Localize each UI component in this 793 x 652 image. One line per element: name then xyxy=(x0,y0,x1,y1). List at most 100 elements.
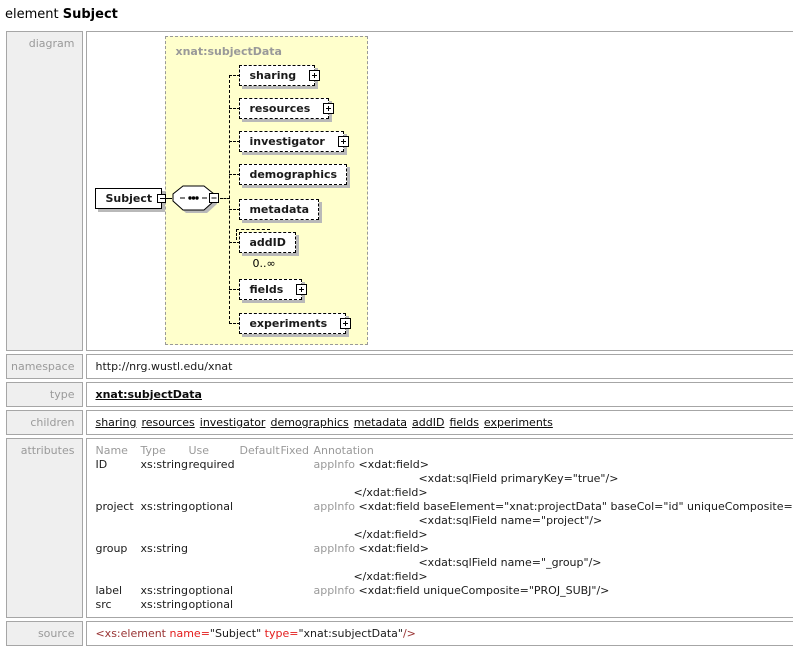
col-header-name: Name xyxy=(95,444,140,458)
expand-icon[interactable] xyxy=(323,103,334,114)
col-header-annotation: Annotation xyxy=(313,444,793,458)
annotation-xml: <xdat:sqlField name="_group"/> xyxy=(313,556,793,570)
connector-line xyxy=(229,75,230,324)
source-row-label: source xyxy=(6,621,83,646)
attr-name: group xyxy=(95,542,140,556)
namespace-row: namespace http://nrg.wustl.edu/xnat xyxy=(6,354,793,379)
attribute-row-project: project xs:string optional appInfo <xdat… xyxy=(95,500,793,542)
child-link-addid[interactable]: addID xyxy=(412,416,444,429)
attr-type: xs:string xyxy=(140,584,188,598)
appinfo-label: appInfo xyxy=(313,584,355,597)
diagram-element-investigator[interactable]: investigator xyxy=(239,131,343,152)
element-label: sharing xyxy=(249,69,296,82)
element-label: experiments xyxy=(249,317,327,330)
source-xml-attr: name= xyxy=(170,627,210,640)
namespace-row-label: namespace xyxy=(6,354,83,379)
expand-icon[interactable] xyxy=(340,318,351,329)
attr-use: optional xyxy=(188,500,239,514)
diagram-root-label: Subject xyxy=(105,192,152,205)
attr-name: project xyxy=(95,500,140,514)
source-xml-attr: type= xyxy=(265,627,299,640)
children-row-label: children xyxy=(6,410,83,435)
attributes-row: attributes Name Type Use Default Fixed A… xyxy=(6,438,793,618)
attr-annotation: appInfo <xdat:field baseElement="xnat:pr… xyxy=(313,500,793,542)
expand-icon[interactable] xyxy=(338,136,349,147)
page-title-prefix: element xyxy=(5,7,59,22)
source-xml-value: "Subject" xyxy=(210,627,265,640)
attr-name: label xyxy=(95,584,140,598)
sequence-indicator-icon xyxy=(171,184,223,214)
source-xml-tag: /> xyxy=(403,627,416,640)
attr-annotation: appInfo <xdat:field uniqueComposite="PRO… xyxy=(313,584,793,598)
diagram-element-experiments[interactable]: experiments xyxy=(239,313,346,334)
element-label: metadata xyxy=(249,203,309,216)
child-link-demographics[interactable]: demographics xyxy=(270,416,348,429)
child-link-investigator[interactable]: investigator xyxy=(200,416,266,429)
children-row: children sharing resources investigator dem… xyxy=(6,410,793,435)
col-header-default: Default xyxy=(239,444,280,458)
schema-diagram: xnat:subjectData Subject xyxy=(89,34,789,348)
occurrence-label: 0..∞ xyxy=(252,257,275,270)
type-link[interactable]: xnat:subjectData xyxy=(95,388,202,401)
annotation-xml: </xdat:field> xyxy=(313,570,793,584)
col-header-use: Use xyxy=(188,444,239,458)
appinfo-label: appInfo xyxy=(313,458,355,471)
type-row-label: type xyxy=(6,382,83,407)
source-row: source <xs:element name="Subject" type="… xyxy=(6,621,793,646)
element-label: investigator xyxy=(249,135,324,148)
attributes-table: Name Type Use Default Fixed Annotation I… xyxy=(95,444,793,612)
element-label: resources xyxy=(249,102,310,115)
attribute-row-id: ID xs:string required appInfo <xdat:fiel… xyxy=(95,458,793,500)
child-link-fields[interactable]: fields xyxy=(449,416,478,429)
diagram-element-resources[interactable]: resources xyxy=(239,98,329,119)
page-title-element-name: Subject xyxy=(63,7,118,22)
element-label: addID xyxy=(249,236,285,249)
page-title: element Subject xyxy=(5,7,790,22)
source-xml: <xs:element name="Subject" type="xnat:su… xyxy=(95,627,793,640)
diagram-element-sharing[interactable]: sharing xyxy=(239,65,315,86)
namespace-value: http://nrg.wustl.edu/xnat xyxy=(86,354,793,379)
child-link-experiments[interactable]: experiments xyxy=(484,416,553,429)
attributes-header-row: Name Type Use Default Fixed Annotation xyxy=(95,444,793,458)
source-xml-tag: <xs:element xyxy=(95,627,169,640)
diagram-root-element-subject[interactable]: Subject xyxy=(95,188,162,209)
annotation-xml: <xdat:field uniqueComposite="PROJ_SUBJ"/… xyxy=(359,584,610,597)
attribute-row-group: group xs:string appInfo <xdat:field> <xd… xyxy=(95,542,793,584)
diagram-element-fields[interactable]: fields xyxy=(239,279,302,300)
diagram-element-demographics[interactable]: demographics xyxy=(239,164,347,185)
attr-name: ID xyxy=(95,458,140,472)
attr-type: xs:string xyxy=(140,458,188,472)
type-row: type xnat:subjectData xyxy=(6,382,793,407)
attr-use: optional xyxy=(188,598,239,612)
annotation-xml: <xdat:field> xyxy=(359,542,429,555)
diagram-element-metadata[interactable]: metadata xyxy=(239,199,319,220)
expand-icon[interactable] xyxy=(296,284,307,295)
appinfo-label: appInfo xyxy=(313,500,355,513)
element-label: demographics xyxy=(249,168,337,181)
diagram-row: diagram xnat:subjectData Subject xyxy=(6,31,793,351)
attribute-row-label: label xs:string optional appInfo <xdat:f… xyxy=(95,584,793,598)
child-link-sharing[interactable]: sharing xyxy=(95,416,136,429)
attr-use: required xyxy=(188,458,239,472)
attribute-row-src: src xs:string optional xyxy=(95,598,793,612)
expand-icon[interactable] xyxy=(309,70,320,81)
attributes-row-label: attributes xyxy=(6,438,83,618)
annotation-xml: <xdat:sqlField primaryKey="true"/> xyxy=(313,472,793,486)
attr-annotation: appInfo <xdat:field> <xdat:sqlField prim… xyxy=(313,458,793,500)
diagram-element-addid[interactable]: addID 0..∞ xyxy=(239,232,295,253)
diagram-row-content: xnat:subjectData Subject xyxy=(86,31,793,351)
attr-type: xs:string xyxy=(140,500,188,514)
col-header-type: Type xyxy=(140,444,188,458)
appinfo-label: appInfo xyxy=(313,542,355,555)
child-link-resources[interactable]: resources xyxy=(141,416,194,429)
annotation-xml: </xdat:field> xyxy=(313,486,793,500)
doc-table: diagram xnat:subjectData Subject xyxy=(3,28,793,649)
attr-type: xs:string xyxy=(140,598,188,612)
source-xml-value: "xnat:subjectData" xyxy=(298,627,403,640)
attr-type: xs:string xyxy=(140,542,188,556)
child-link-metadata[interactable]: metadata xyxy=(354,416,407,429)
annotation-xml: <xdat:field> xyxy=(359,458,429,471)
annotation-xml: <xdat:field baseElement="xnat:projectDat… xyxy=(359,500,793,513)
attr-use: optional xyxy=(188,584,239,598)
